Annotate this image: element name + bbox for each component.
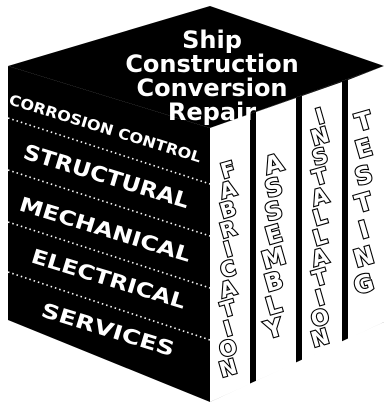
capability-cube-diagram: Ship Construction Conversion Repair CORR… [0, 0, 390, 408]
cube-svg: Ship Construction Conversion Repair CORR… [0, 0, 390, 408]
